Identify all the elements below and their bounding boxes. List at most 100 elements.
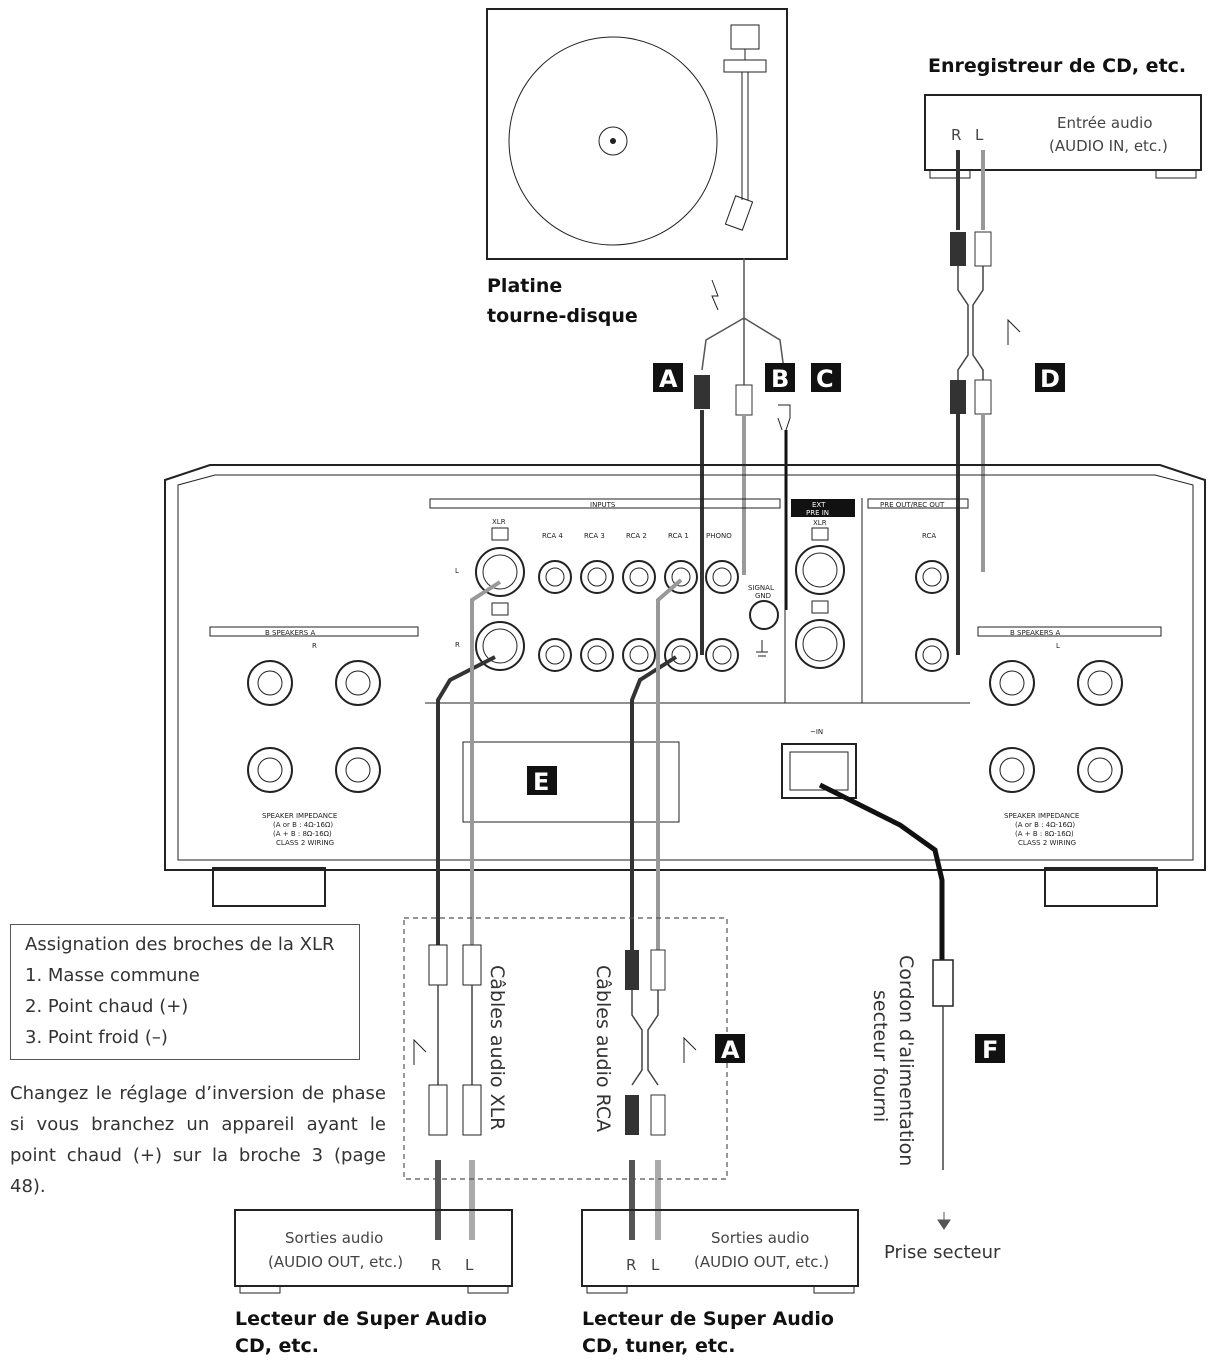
ground-icon [756,640,768,657]
letter-b: B [771,365,789,393]
panel-ext-pre-2: PRE IN [806,509,829,517]
flow-arrow-up-icon [1007,318,1021,345]
xlr-input-r [475,602,525,671]
speaker-l-label: L [1056,642,1060,650]
speaker-impedance-left-2: (A or B : 4Ω-16Ω) [273,821,333,829]
sacd-xlr-output-2: (AUDIO OUT, etc.) [268,1253,403,1271]
xlr-pin-2: 2. Point chaud (+) [25,996,189,1017]
panel-signal-gnd-1: SIGNAL [748,584,774,592]
panel-inputs: INPUTS [590,501,616,509]
panel-ac-in: ~IN [810,728,823,736]
power-cord-label-1: Cordon d'alimentation [895,955,917,1166]
letter-a-box [653,363,683,392]
ext-xlr-l [795,545,845,595]
panel-ext-pre-1: EXT [812,501,826,509]
speaker-impedance-right-4: CLASS 2 WIRING [1018,839,1076,847]
amplifier-rear-panel [164,464,1206,907]
sacd-xlr-l: L [465,1256,474,1274]
speaker-r-label: R [312,642,317,650]
panel-xlr: XLR [492,518,506,526]
panel-rca4: RCA 4 [542,532,563,540]
signal-gnd-terminal [749,600,779,630]
cd-recorder-input-2: (AUDIO IN, etc.) [1049,137,1168,155]
panel-ext-xlr: XLR [813,519,827,527]
panel-rca3: RCA 3 [584,532,605,540]
flow-arrow-up-xlr-icon [413,1038,427,1065]
power-cord [818,782,954,1170]
pre-out-r [915,638,949,672]
letter-e: E [533,768,549,796]
sacd-rca-r: R [626,1256,636,1274]
letter-a: A [659,365,678,393]
turntable-label-1: Platine [487,275,562,297]
panel-l-in: L [455,567,459,575]
sacd-rca-label-1: Lecteur de Super Audio [582,1308,834,1330]
speaker-impedance-right-3: (A + B : 8Ω-16Ω) [1015,830,1074,838]
cd-recorder [924,94,1202,179]
panel-rca-out: RCA [922,532,936,540]
sacd-xlr-r: R [431,1256,441,1274]
letter-a2-box [715,1034,745,1063]
letter-e-box [527,766,557,795]
cd-recorder-label: Enregistreur de CD, etc. [928,55,1186,77]
cd-recorder-r: R [951,126,961,144]
xlr-cables [428,580,502,1240]
outlet-label: Prise secteur [884,1242,1001,1263]
speaker-impedance-left-1: SPEAKER IMPEDANCE [262,812,337,820]
pre-out-l [915,560,949,594]
sacd-player-xlr [234,1209,513,1294]
speaker-impedance-right-2: (A or B : 4Ω-16Ω) [1015,821,1075,829]
flow-arrow-icon [711,279,719,311]
arrow-down-icon [937,1212,951,1230]
sacd-xlr-output-1: Sorties audio [285,1229,383,1247]
power-cord-label-2: secteur fourni [869,990,891,1122]
letter-f-box [975,1034,1005,1063]
speaker-terminals-left [247,660,381,793]
sacd-rca-label-2: CD, tuner, etc. [582,1335,735,1357]
sacd-rca-output-2: (AUDIO OUT, etc.) [694,1253,829,1271]
sacd-rca-output-1: Sorties audio [711,1229,809,1247]
sacd-player-rca [581,1209,859,1294]
cd-recorder-l: L [975,126,984,144]
ac-inlet [781,743,857,799]
panel-pre-out: PRE OUT/REC OUT [880,501,945,509]
rca-jacks [538,560,739,672]
letter-f: F [982,1036,998,1064]
phase-note: Changez le réglage d’inversion de phase … [10,1083,386,1197]
rca-cables [625,578,683,1240]
xlr-pin-3: 3. Point froid (–) [25,1027,168,1048]
letter-c-box [811,363,841,392]
panel-phono: PHONO [706,532,732,540]
turntable-label-2: tourne-disque [487,305,638,327]
xlr-pin-note: Assignation des broches de la XLR 1. Mas… [10,924,360,1060]
rec-cable [950,150,992,655]
letter-d: D [1040,365,1060,393]
xlr-pin-title: Assignation des broches de la XLR [25,934,335,955]
cables-dashed-box [403,917,728,1180]
flow-arrow-up-rca-icon [683,1036,697,1063]
speaker-impedance-right-1: SPEAKER IMPEDANCE [1004,812,1079,820]
blanking-plate [462,741,680,823]
panel-rca1: RCA 1 [668,532,689,540]
sacd-xlr-label-1: Lecteur de Super Audio [235,1308,487,1330]
panel-signal-gnd-2: GND [755,592,771,600]
xlr-pin-1: 1. Masse commune [25,965,200,986]
rca-cables-label: Câbles audio RCA [592,965,614,1132]
speaker-impedance-left-4: CLASS 2 WIRING [276,839,334,847]
speaker-impedance-left-3: (A + B : 8Ω-16Ω) [273,830,332,838]
letter-a2: A [721,1036,740,1064]
xlr-input-l [475,527,525,597]
turntable [486,8,788,320]
speaker-terminals-right [989,660,1123,793]
letter-c: C [816,365,834,393]
ext-xlr-r [795,619,845,669]
speakers-right-label: B SPEAKERS A [1010,629,1060,637]
sacd-rca-l: L [651,1256,660,1274]
xlr-cables-label: Câbles audio XLR [486,965,508,1130]
letter-d-box [1035,363,1065,392]
cd-recorder-input-1: Entrée audio [1057,114,1153,132]
panel-r-in: R [455,641,460,649]
phono-cable [694,317,791,431]
sacd-xlr-label-2: CD, etc. [235,1335,319,1357]
